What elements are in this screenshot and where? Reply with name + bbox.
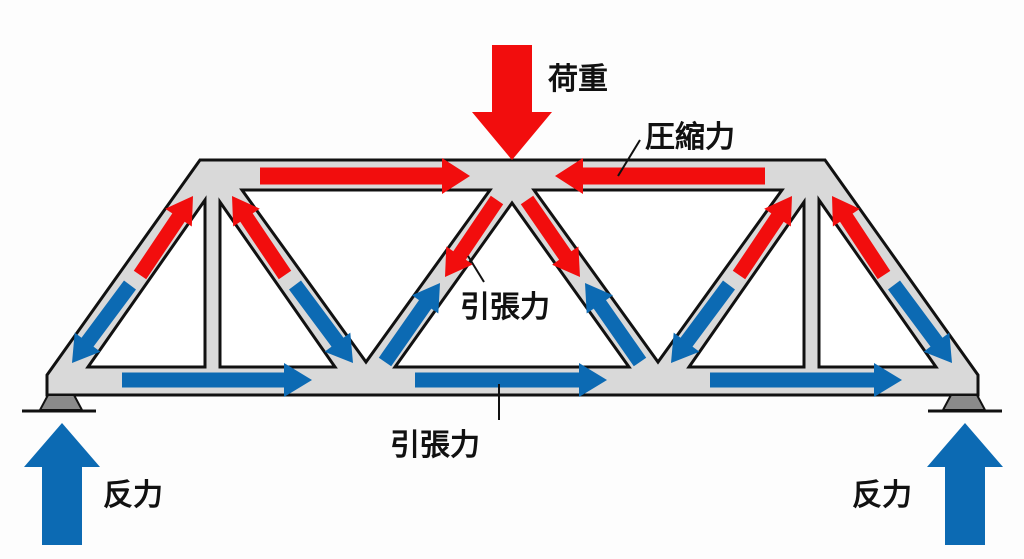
tension-bottom-label: 引張力 — [390, 428, 480, 463]
opening — [392, 200, 632, 369]
opening — [686, 197, 806, 369]
reaction-left-label: 反力 — [103, 478, 163, 513]
compression-leader — [617, 139, 641, 177]
tension-arrow — [671, 280, 735, 363]
tension-diagonal-leader — [467, 255, 485, 283]
reaction-arrow-right — [927, 423, 1003, 545]
supports — [22, 394, 1002, 413]
opening — [239, 188, 493, 365]
tension-arrow — [585, 283, 647, 367]
compression-arrow-top-left — [260, 158, 470, 194]
compression-label: 圧縮力 — [645, 120, 735, 155]
left-support — [38, 394, 84, 411]
tension-arrow — [289, 280, 353, 363]
tension-diagonal-label: 引張力 — [460, 290, 550, 325]
truss-openings — [85, 188, 939, 369]
tension-arrow-bottom — [710, 363, 902, 397]
tension-arrow — [888, 280, 952, 363]
compression-arrow — [445, 195, 504, 277]
tension-arrow-bottom — [415, 363, 607, 397]
compression-arrow-top-right — [555, 158, 765, 194]
compression-arrow — [832, 196, 891, 280]
tension-arrow — [72, 280, 136, 363]
compression-arrow — [232, 196, 292, 280]
opening — [218, 197, 338, 369]
load-label: 荷重 — [548, 62, 608, 97]
opening — [85, 195, 207, 369]
opening — [531, 188, 785, 365]
right-support — [941, 394, 987, 411]
reaction-right-label: 反力 — [852, 478, 912, 513]
tension-arrow-bottom — [122, 363, 312, 397]
compression-arrow — [133, 196, 193, 280]
tension-arrow — [378, 283, 440, 367]
compression-arrow — [520, 195, 580, 277]
leader-lines — [467, 139, 641, 420]
opening — [817, 195, 939, 369]
load-arrow — [472, 45, 552, 160]
compression-arrow — [732, 196, 792, 280]
reaction-arrow-left — [24, 423, 100, 545]
